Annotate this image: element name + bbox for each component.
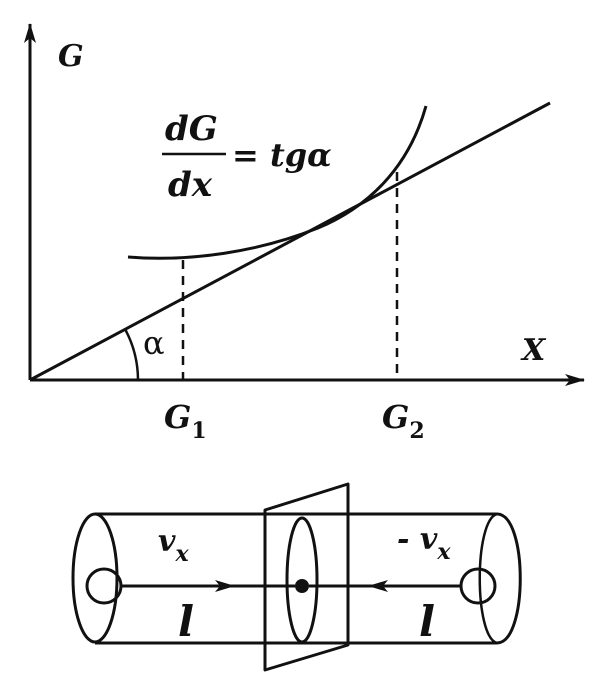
right-velocity-label: - vx	[397, 522, 451, 565]
left-velocity-main: v	[158, 524, 176, 559]
formula-rhs-greek: α	[307, 136, 332, 174]
cross-section-plane	[263, 482, 350, 672]
right-end-inner-arc	[478, 512, 498, 645]
right-velocity-main: - v	[397, 522, 438, 557]
g-curve	[127, 105, 428, 260]
formula-rhs: = tgα	[232, 136, 332, 174]
left-velocity-sub: x	[174, 541, 189, 567]
formula-denominator: dx	[168, 165, 213, 205]
g1-tick-sub: 1	[191, 418, 206, 444]
right-end-ellipse	[496, 512, 522, 645]
cross-section-ellipse	[285, 516, 319, 644]
g2-tick-label: G2	[382, 398, 425, 444]
right-small-circle	[459, 567, 497, 605]
g1-tick-main: G	[164, 398, 191, 436]
g2-tick-main: G	[382, 398, 409, 436]
cylinder-diagram: vx - vx l l	[71, 482, 522, 672]
graph: G X dG dx = tgα α G1 G2	[24, 23, 585, 444]
tangent-line	[29, 101, 551, 382]
center-dot	[295, 579, 309, 593]
right-velocity-sub: x	[436, 539, 451, 565]
g2-tick-sub: 2	[409, 418, 424, 444]
x-axis-label: X	[520, 333, 547, 368]
left-velocity-label: vx	[158, 524, 189, 567]
y-axis-label: G	[58, 39, 84, 74]
left-end-ellipse	[71, 512, 119, 644]
angle-arc	[123, 328, 140, 381]
formula-numerator: dG	[165, 109, 218, 149]
g1-tick-label: G1	[164, 398, 207, 444]
formula-rhs-text: = tg	[232, 136, 307, 174]
right-length-label: l	[419, 597, 435, 646]
left-length-label: l	[178, 597, 194, 646]
angle-label: α	[143, 324, 165, 362]
